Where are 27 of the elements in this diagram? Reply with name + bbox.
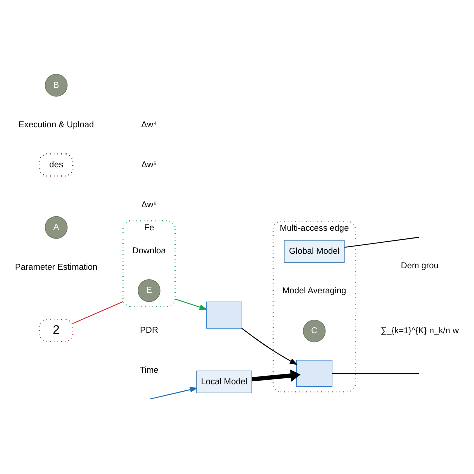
arrow — [150, 387, 198, 400]
node-circle: A — [45, 216, 68, 240]
arrow — [174, 298, 208, 310]
connector — [332, 373, 420, 374]
arrow — [241, 328, 298, 366]
connector — [344, 237, 420, 248]
node-box: Local Model — [196, 370, 252, 394]
connector — [72, 301, 124, 324]
node-circle: C — [303, 320, 326, 343]
node-label: Execution & Upload — [18, 120, 94, 130]
node-circle: B — [45, 74, 68, 97]
label: Δw⁶ — [142, 199, 158, 210]
node-box: des — [39, 154, 74, 177]
node-label: Model Averaging — [282, 286, 346, 296]
label: Time — [140, 364, 159, 375]
node-box — [296, 360, 333, 388]
label: ∑_{k=1}^{K} n_k/n w — [380, 326, 460, 336]
label: PDR — [140, 324, 158, 335]
node-box: 2 — [39, 319, 74, 342]
node-box: Global Model — [284, 240, 345, 263]
node-box — [206, 302, 243, 329]
node-circle: E — [138, 280, 161, 302]
label: Δw⁴ — [142, 120, 158, 130]
node-label: Parameter Estimation — [15, 262, 98, 272]
label: Δw⁵ — [142, 159, 158, 170]
label: Dem grou — [401, 260, 439, 271]
node-label: Downloa — [132, 245, 166, 256]
